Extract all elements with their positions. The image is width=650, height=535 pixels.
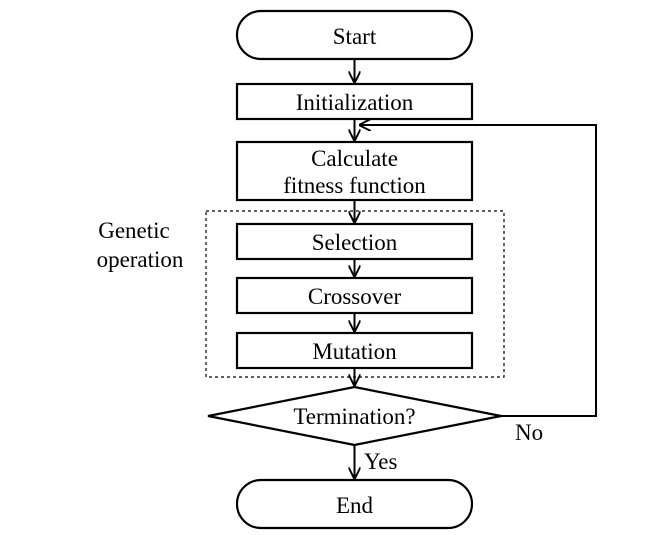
fitness-node: Calculate fitness function xyxy=(235,140,474,202)
crossover-node: Crossover xyxy=(235,276,474,315)
initialization-label: Initialization xyxy=(296,90,414,115)
start-label: Start xyxy=(333,24,377,49)
mutation-label: Mutation xyxy=(312,339,397,364)
yes-label: Yes xyxy=(364,449,398,474)
fitness-label-line2: fitness function xyxy=(283,173,426,198)
mutation-node: Mutation xyxy=(235,331,474,370)
selection-label: Selection xyxy=(312,230,398,255)
selection-node: Selection xyxy=(235,222,474,261)
crossover-label: Crossover xyxy=(308,284,402,309)
arrow-no-loop xyxy=(360,125,597,417)
end-label: End xyxy=(336,493,374,518)
termination-label: Termination? xyxy=(293,404,415,429)
termination-decision: Termination? xyxy=(207,385,502,447)
end-node: End xyxy=(235,478,474,530)
no-label: No xyxy=(515,420,543,445)
group-label-line2: operation xyxy=(97,247,184,272)
initialization-node: Initialization xyxy=(235,82,474,121)
fitness-label-line1: Calculate xyxy=(311,146,398,171)
start-node: Start xyxy=(235,9,474,61)
group-label-line1: Genetic xyxy=(98,218,170,243)
